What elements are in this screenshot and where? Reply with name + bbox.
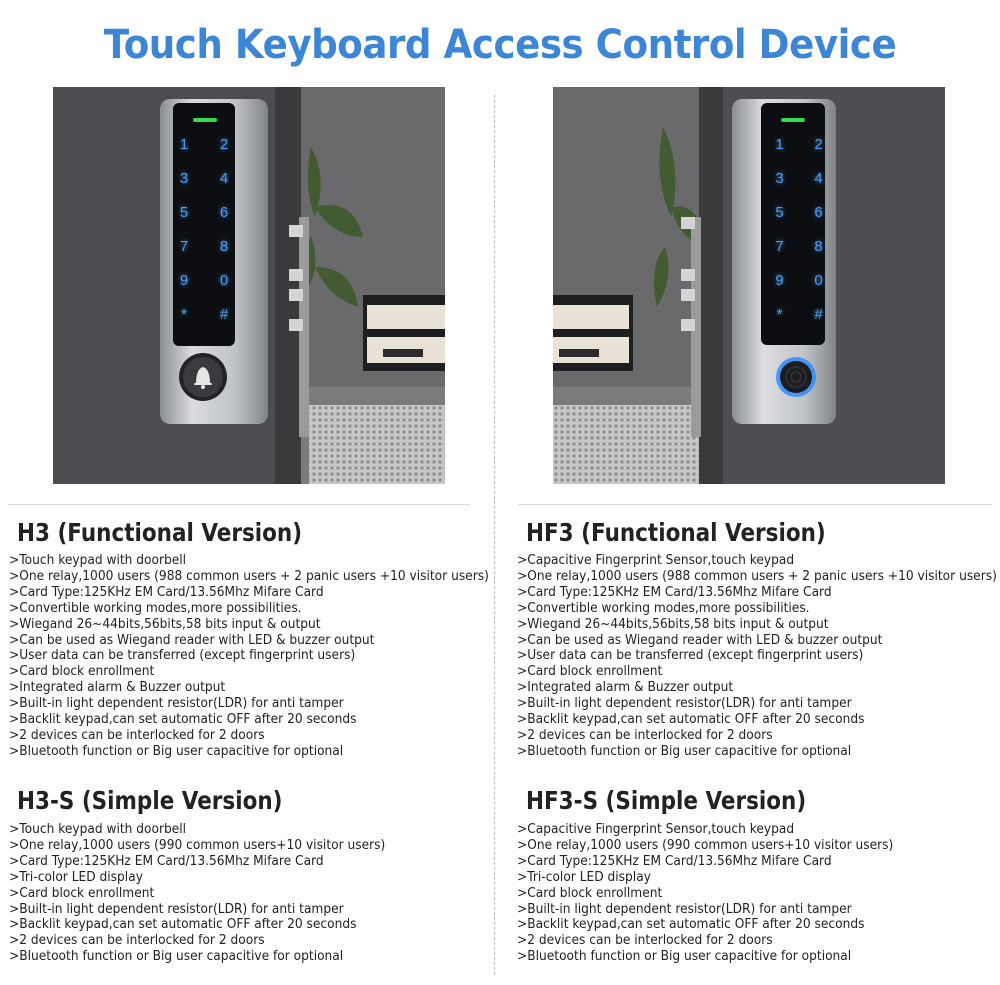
key: 9 bbox=[179, 272, 189, 289]
list-item: >User data can be transferred (except fi… bbox=[517, 648, 864, 664]
h3-product-photo: 1 2 3 4 5 6 7 8 9 0 * # bbox=[53, 87, 445, 484]
h3-simple-section: H3-S (Simple Version) bbox=[17, 786, 497, 816]
list-item: >User data can be transferred (except fi… bbox=[9, 648, 356, 664]
list-item: >Wiegand 26~44bits,56bits,58 bits input … bbox=[9, 616, 321, 632]
list-item: >2 devices can be interlocked for 2 door… bbox=[517, 727, 773, 743]
list-item: >Built-in light dependent resistor(LDR) … bbox=[517, 696, 852, 712]
list-item: >Bluetooth function or Big user capaciti… bbox=[9, 949, 344, 965]
list-item: >Touch keypad with doorbell bbox=[9, 553, 187, 568]
list-item: >Touch keypad with doorbell bbox=[9, 822, 187, 837]
section-separator bbox=[8, 504, 470, 505]
key: 2 bbox=[814, 136, 823, 153]
list-item: >Convertible working modes,more possibil… bbox=[9, 600, 302, 616]
page-title: Touch Keyboard Access Control Device bbox=[103, 22, 897, 68]
section-heading: HF3-S (Simple Version) bbox=[526, 786, 807, 815]
key: 6 bbox=[814, 204, 823, 221]
key: 7 bbox=[775, 238, 784, 255]
list-item: >Card block enrollment bbox=[517, 885, 663, 901]
key: 8 bbox=[814, 238, 823, 255]
list-item: >Backlit keypad,can set automatic OFF af… bbox=[517, 917, 865, 933]
list-item: >Backlit keypad,can set automatic OFF af… bbox=[517, 712, 865, 728]
key: 2 bbox=[219, 136, 229, 153]
column-divider bbox=[494, 95, 495, 975]
key: 5 bbox=[179, 204, 189, 221]
section-heading: H3-S (Simple Version) bbox=[17, 786, 283, 815]
hf3-simple-section: HF3-S (Simple Version) bbox=[526, 786, 1000, 816]
key: 1 bbox=[179, 136, 189, 153]
section-separator bbox=[518, 504, 992, 505]
key: 1 bbox=[775, 136, 784, 153]
list-item: >Tri-color LED display bbox=[9, 869, 143, 885]
hf3-keypad: 1 2 3 4 5 6 7 8 9 0 * # bbox=[767, 134, 831, 326]
key: 0 bbox=[814, 272, 823, 289]
hf3-product-photo: 1 2 3 4 5 6 7 8 9 0 * # bbox=[553, 87, 945, 484]
list-item: >Backlit keypad,can set automatic OFF af… bbox=[9, 712, 357, 728]
list-item: >One relay,1000 users (990 common users+… bbox=[9, 837, 386, 853]
hf3-functional-section: HF3 (Functional Version) bbox=[526, 518, 1000, 548]
key: 0 bbox=[219, 272, 229, 289]
h3-functional-section: H3 (Functional Version) bbox=[17, 518, 497, 548]
list-item: >Capacitive Fingerprint Sensor,touch key… bbox=[517, 553, 795, 568]
list-item: >One relay,1000 users (988 common users … bbox=[9, 568, 489, 584]
key: 8 bbox=[219, 238, 229, 255]
list-item: >Card Type:125KHz EM Card/13.56Mhz Mifar… bbox=[9, 853, 324, 869]
list-item: >Card block enrollment bbox=[9, 664, 155, 680]
list-item: >Tri-color LED display bbox=[517, 869, 651, 885]
room-scene bbox=[553, 87, 945, 484]
list-item: >Can be used as Wiegand reader with LED … bbox=[9, 632, 375, 648]
key: * bbox=[181, 306, 187, 323]
list-item: >Built-in light dependent resistor(LDR) … bbox=[9, 696, 344, 712]
list-item: >Card Type:125KHz EM Card/13.56Mhz Mifar… bbox=[9, 584, 324, 600]
key: 9 bbox=[775, 272, 784, 289]
key: 6 bbox=[219, 204, 229, 221]
list-item: >One relay,1000 users (988 common users … bbox=[517, 568, 997, 584]
list-item: >One relay,1000 users (990 common users+… bbox=[517, 837, 894, 853]
list-item: >Wiegand 26~44bits,56bits,58 bits input … bbox=[517, 616, 829, 632]
list-item: >Card block enrollment bbox=[9, 885, 155, 901]
list-item: >Capacitive Fingerprint Sensor,touch key… bbox=[517, 822, 795, 837]
section-heading: H3 (Functional Version) bbox=[17, 518, 303, 547]
room-scene bbox=[53, 87, 445, 484]
list-item: >Bluetooth function or Big user capaciti… bbox=[517, 743, 852, 759]
list-item: >Card Type:125KHz EM Card/13.56Mhz Mifar… bbox=[517, 853, 832, 869]
list-item: >Integrated alarm & Buzzer output bbox=[517, 680, 734, 696]
key: 4 bbox=[219, 170, 229, 187]
list-item: >Bluetooth function or Big user capaciti… bbox=[517, 949, 852, 965]
hf3-simple-features: >Capacitive Fingerprint Sensor,touch key… bbox=[517, 822, 997, 965]
key: # bbox=[219, 306, 229, 323]
list-item: >Backlit keypad,can set automatic OFF af… bbox=[9, 917, 357, 933]
key: 3 bbox=[775, 170, 784, 187]
h3-keypad: 1 2 3 4 5 6 7 8 9 0 * # bbox=[171, 134, 237, 326]
list-item: >Card Type:125KHz EM Card/13.56Mhz Mifar… bbox=[517, 584, 832, 600]
list-item: >Card block enrollment bbox=[517, 664, 663, 680]
bell-icon bbox=[194, 367, 212, 389]
list-item: >Built-in light dependent resistor(LDR) … bbox=[9, 901, 344, 917]
list-item: >Built-in light dependent resistor(LDR) … bbox=[517, 901, 852, 917]
fingerprint-sensor-icon bbox=[776, 357, 816, 397]
list-item: >Convertible working modes,more possibil… bbox=[517, 600, 810, 616]
list-item: >2 devices can be interlocked for 2 door… bbox=[9, 933, 265, 949]
h3-functional-features: >Touch keypad with doorbell >One relay,1… bbox=[9, 553, 489, 760]
key: 4 bbox=[814, 170, 823, 187]
key: # bbox=[814, 306, 823, 323]
list-item: >2 devices can be interlocked for 2 door… bbox=[517, 933, 773, 949]
hf3-functional-features: >Capacitive Fingerprint Sensor,touch key… bbox=[517, 553, 997, 760]
list-item: >Integrated alarm & Buzzer output bbox=[9, 680, 226, 696]
key: 3 bbox=[179, 170, 189, 187]
key: 7 bbox=[179, 238, 189, 255]
list-item: >Bluetooth function or Big user capaciti… bbox=[9, 743, 344, 759]
h3-simple-features: >Touch keypad with doorbell >One relay,1… bbox=[9, 822, 489, 965]
key: * bbox=[776, 306, 783, 323]
key: 5 bbox=[775, 204, 784, 221]
list-item: >2 devices can be interlocked for 2 door… bbox=[9, 727, 265, 743]
section-heading: HF3 (Functional Version) bbox=[526, 518, 826, 547]
list-item: >Can be used as Wiegand reader with LED … bbox=[517, 632, 883, 648]
